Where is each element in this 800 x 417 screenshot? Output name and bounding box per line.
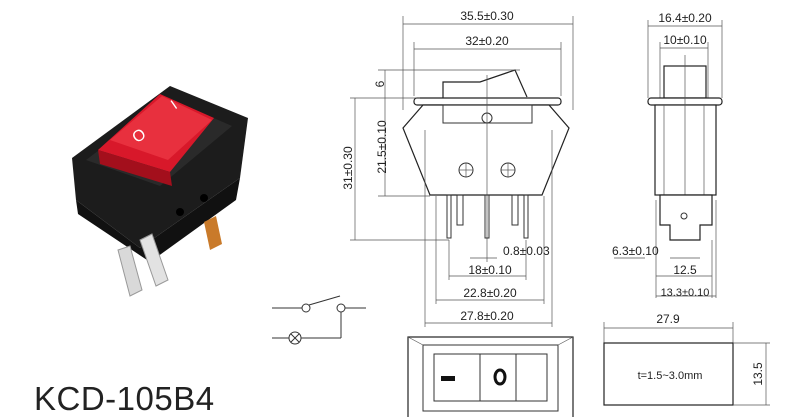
rocker-face-view: [407, 336, 574, 417]
dim-cutout-height: 13.5: [751, 362, 765, 386]
dim-pin-thickness: 0.8±0.03: [503, 244, 550, 258]
switch-photo: O I: [72, 86, 248, 297]
dim-total-height: 31±0.30: [341, 146, 355, 190]
circuit-diagram: [272, 295, 366, 345]
model-number: KCD-105B4: [34, 380, 215, 417]
dim-body-height: 21.5±0.10: [375, 120, 389, 174]
dim-body-depth: 12.5: [673, 263, 697, 277]
dim-rocker-depth: 10±0.10: [663, 33, 707, 47]
dim-overall-depth: 16.4±0.20: [658, 11, 712, 25]
dim-flange-width: 32±0.20: [465, 34, 509, 48]
side-view: 16.4±0.20 10±0.10 6.3±0.10 12.5 13.3±0.1…: [612, 11, 723, 299]
panel-thickness: t=1.5~3.0mm: [638, 370, 703, 382]
dim-body-width: 22.8±0.20: [463, 286, 517, 300]
dim-rocker-height: 6: [373, 80, 387, 87]
panel-cutout: 27.9 t=1.5~3.0mm 13.5: [603, 312, 770, 406]
dim-clip-depth: 13.3±0.10: [661, 287, 710, 299]
dim-pin-spacing: 18±0.10: [468, 263, 512, 277]
dim-terminal-width: 6.3±0.10: [612, 244, 659, 258]
dim-clip-width: 27.8±0.20: [460, 309, 514, 323]
dim-cutout-width: 27.9: [656, 312, 680, 326]
dim-overall-width: 35.5±0.30: [460, 9, 514, 23]
front-view: 35.5±0.30 32±0.20 6 21.5±0.10 31±0.30 0.…: [341, 9, 574, 327]
